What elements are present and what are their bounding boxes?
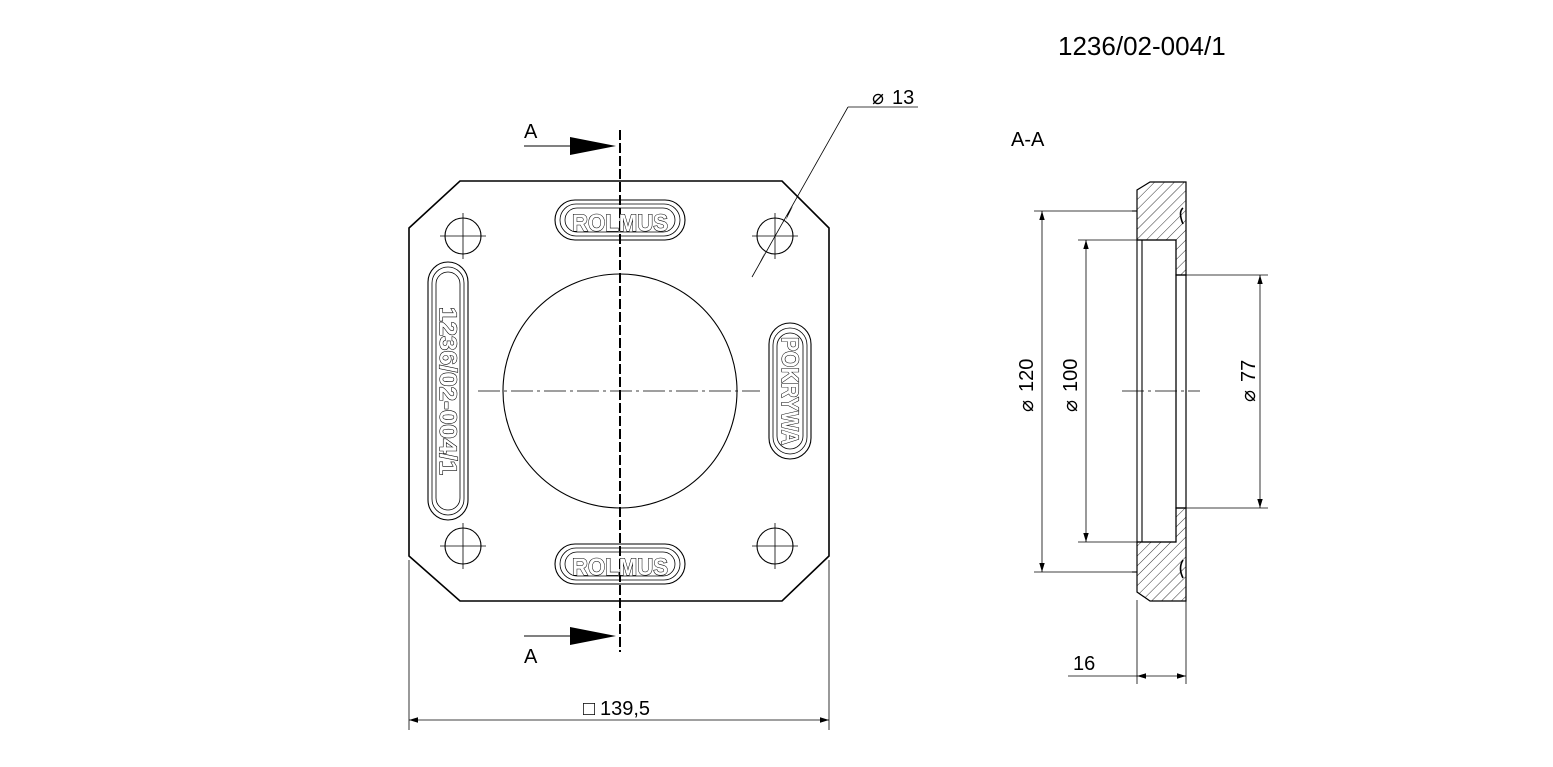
groove-lower	[1179, 559, 1184, 579]
section-inner-strip	[1175, 274, 1187, 509]
section-label-top: A	[524, 121, 538, 143]
width-value: 139,5	[600, 698, 650, 720]
plan-view: ROLMUS ROLMUS 1236/02-004/1 POKRYWA A A …	[408, 87, 918, 730]
section-arrow-bottom	[524, 627, 616, 645]
emboss-text-top: ROLMUS	[572, 210, 668, 237]
emboss-frame-bottom	[554, 543, 686, 585]
dim-16	[1068, 600, 1187, 684]
emboss-text-right: POKRYWA	[776, 337, 803, 445]
drawing-number: 1236/02-004/1	[1058, 31, 1226, 61]
bolt-hole-top-left	[440, 213, 486, 259]
emboss-text-bottom: ROLMUS	[572, 554, 668, 581]
bolt-hole-bottom-left	[440, 523, 486, 569]
emboss-frame-right	[768, 322, 812, 460]
dim-77	[1186, 274, 1268, 509]
dim-120-symbol: ⌀	[1016, 400, 1038, 412]
section-view: A-A ⌀ 120 ⌀ 100	[1011, 129, 1268, 684]
emboss-text-left: 1236/02-004/1	[434, 307, 461, 475]
hole-diameter-leader	[751, 106, 918, 278]
dim-100	[1078, 239, 1137, 543]
section-hatch-lower	[1136, 507, 1187, 602]
width-dimension	[408, 560, 830, 730]
dim-120	[1034, 210, 1137, 573]
groove-upper	[1179, 207, 1184, 225]
hole-diameter-symbol: ⌀	[872, 87, 884, 109]
dim-77-symbol: ⌀	[1238, 390, 1260, 402]
section-label-bottom: A	[524, 646, 538, 668]
section-view-title: A-A	[1011, 129, 1045, 151]
dim-100-value: 100	[1060, 359, 1082, 392]
dim-120-value: 120	[1016, 359, 1038, 392]
section-hatch-upper	[1136, 181, 1187, 276]
emboss-frame-top	[554, 199, 686, 241]
hole-diameter-value: 13	[892, 87, 914, 109]
dim-16-value: 16	[1073, 653, 1095, 675]
dim-77-value: 77	[1238, 360, 1260, 382]
section-arrow-top	[524, 137, 616, 155]
dim-100-symbol: ⌀	[1060, 400, 1082, 412]
bolt-hole-bottom-right	[752, 523, 798, 569]
width-square-symbol: □	[583, 698, 595, 720]
emboss-frame-left	[427, 261, 469, 521]
